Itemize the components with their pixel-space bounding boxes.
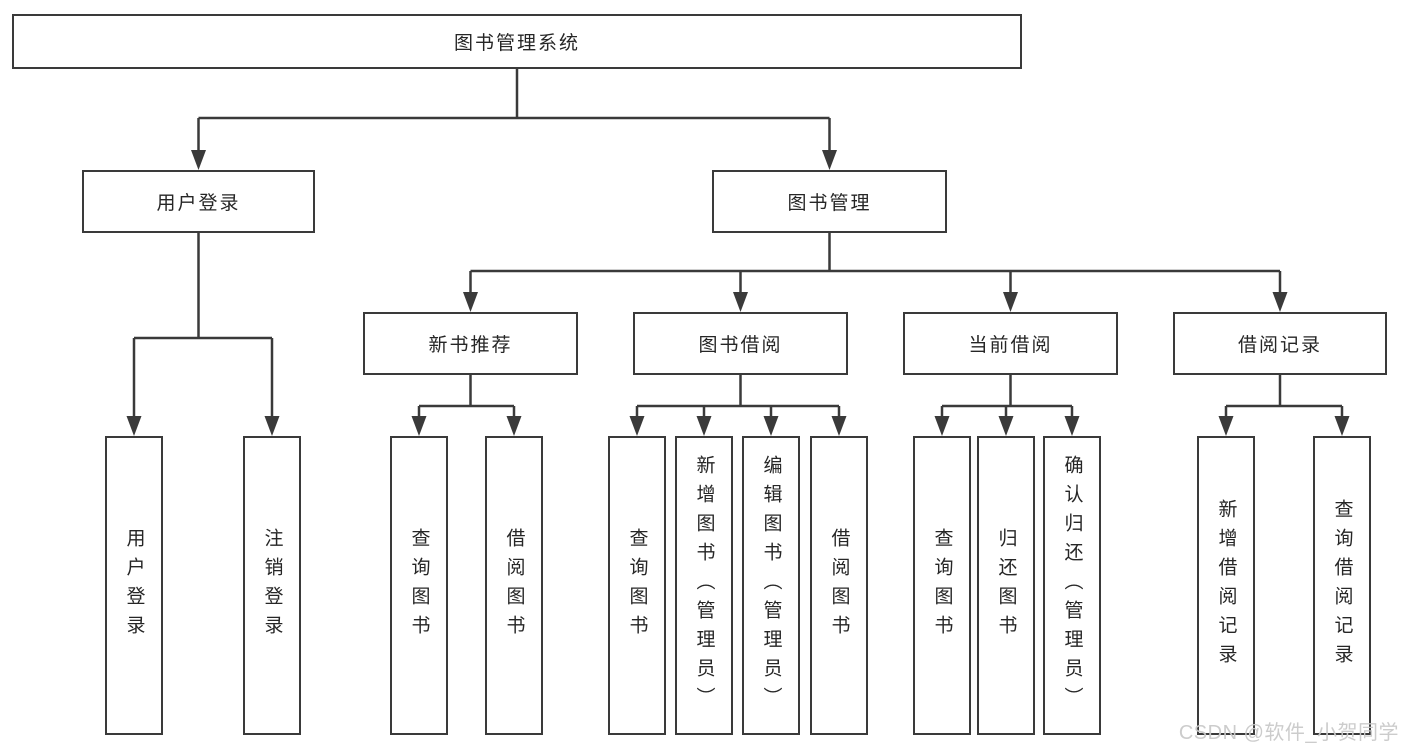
leaf-query-borrow-record: 查询借阅记录	[1313, 436, 1371, 735]
node-label: 借阅记录	[1237, 335, 1322, 356]
leaf-return-books: 归还图书	[977, 436, 1035, 735]
node-label: 当前借阅	[968, 335, 1053, 356]
node-label: 用户登录	[156, 193, 241, 214]
connector-borrow-records-to-leaves	[1224, 375, 1344, 418]
node-book-borrow: 图书借阅	[633, 312, 848, 375]
leaf-query-books-recommend: 查询图书	[390, 436, 448, 735]
leaf-label: 归还图书	[995, 527, 1017, 644]
node-borrow-records: 借阅记录	[1173, 312, 1387, 375]
leaf-label: 查询图书	[408, 527, 430, 644]
leaf-label: 查询图书	[931, 527, 953, 644]
connector-new-book-recommend-to-leaves	[417, 375, 516, 418]
node-label: 图书管理系统	[453, 33, 580, 54]
leaf-label: 用户登录	[123, 527, 145, 644]
connector-current-borrow-to-leaves	[940, 375, 1074, 418]
leaf-label: 借阅图书	[828, 527, 850, 644]
node-current-borrow: 当前借阅	[903, 312, 1118, 375]
leaf-logout: 注销登录	[243, 436, 301, 735]
leaf-user-login: 用户登录	[105, 436, 163, 735]
node-label: 图书借阅	[698, 335, 783, 356]
node-user-login: 用户登录	[82, 170, 315, 233]
leaf-label: 新增图书（管理员）	[693, 455, 715, 716]
node-book-management: 图书管理	[712, 170, 947, 233]
connector-book-management-to-level3	[469, 233, 1282, 294]
leaf-query-books-borrow: 查询图书	[608, 436, 666, 735]
connector-root-to-level2	[197, 69, 831, 152]
leaf-borrow-books: 借阅图书	[810, 436, 868, 735]
node-label: 图书管理	[787, 193, 872, 214]
leaf-label: 编辑图书（管理员）	[760, 455, 782, 716]
leaf-label: 查询借阅记录	[1331, 498, 1353, 673]
csdn-watermark: CSDN @软件_小贺同学	[1178, 722, 1399, 744]
leaf-label: 注销登录	[261, 527, 283, 644]
leaf-label: 查询图书	[626, 527, 648, 644]
leaf-label: 确认归还（管理员）	[1061, 455, 1083, 716]
leaf-label: 新增借阅记录	[1215, 498, 1237, 673]
leaf-confirm-return-admin: 确认归还（管理员）	[1043, 436, 1101, 735]
leaf-add-borrow-record: 新增借阅记录	[1197, 436, 1255, 735]
leaf-label: 借阅图书	[503, 527, 525, 644]
node-library-management-system: 图书管理系统	[12, 14, 1022, 69]
arrowheads	[126, 150, 1350, 436]
leaf-borrow-books-recommend: 借阅图书	[485, 436, 543, 735]
leaf-add-books-admin: 新增图书（管理员）	[675, 436, 733, 735]
leaf-query-books-current: 查询图书	[913, 436, 971, 735]
node-label: 新书推荐	[428, 335, 513, 356]
connector-user-login-to-leaves	[132, 233, 274, 418]
node-new-book-recommend: 新书推荐	[363, 312, 578, 375]
connector-book-borrow-to-leaves	[635, 375, 841, 418]
leaf-edit-books-admin: 编辑图书（管理员）	[742, 436, 800, 735]
